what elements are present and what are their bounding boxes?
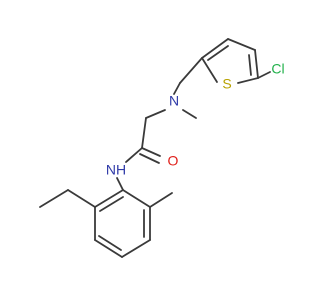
bond-c4-c5: [254, 49, 259, 79]
bond-c4-c5-double: [248, 54, 252, 76]
molecule-diagram: Cl S N NH O: [0, 0, 300, 300]
bonds: [39, 38, 271, 258]
bond-ar6-ar1-double: [99, 196, 124, 212]
bond-nh-aryl: [116, 177, 124, 191]
bond-c2-ch2: [179, 57, 203, 84]
bond-c5-cl: [257, 71, 271, 79]
bond-s-c2: [201, 57, 218, 83]
bond-n-methyl: [182, 109, 197, 119]
bond-c3-c4: [227, 38, 256, 51]
atom-label-oxygen: O: [168, 153, 179, 169]
bond-ar3-ar4: [121, 239, 151, 258]
bond-c2-c3: [201, 38, 229, 59]
atom-label-chlorine: Cl: [271, 61, 284, 77]
bond-carbonyl-o: [141, 147, 161, 157]
bond-carbonyl-o-double: [139, 153, 160, 164]
bond-c5-s: [237, 77, 259, 84]
structure-drawing: Cl S N NH O: [0, 0, 300, 300]
atom-labels: Cl S N NH O: [106, 61, 285, 178]
bond-ar1-ar2: [122, 189, 151, 208]
bond-ch2-carbonyl: [141, 117, 147, 149]
bond-ar4-ar5-double: [98, 235, 122, 251]
bond-c2-c3-double: [207, 45, 229, 61]
bond-ar6-ar1: [94, 189, 124, 208]
bond-ch2-n: [173, 82, 181, 95]
bond-ar4-ar5: [94, 239, 123, 258]
atom-label-sulfur: S: [222, 76, 231, 92]
bond-ethyl-ch3: [39, 189, 69, 208]
bond-ar6-ethyl-ch2: [67, 189, 96, 208]
bond-ar2-methyl: [149, 192, 173, 208]
atom-label-amine-nitrogen: N: [169, 93, 179, 109]
bond-n-ch2: [145, 109, 166, 119]
background: [0, 0, 300, 300]
atom-label-amide-nitrogen: NH: [106, 162, 126, 178]
bond-carbonyl-nh: [125, 147, 143, 163]
